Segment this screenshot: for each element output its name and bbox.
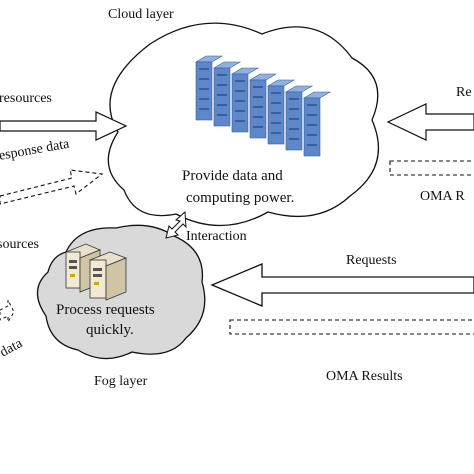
fog-server-icon-right <box>88 251 128 301</box>
fog-caption-line1: Process requests <box>56 302 155 318</box>
requests-arrow <box>210 263 474 307</box>
server-unit-icon <box>230 67 260 133</box>
right-top-label: Re <box>456 85 472 100</box>
server-unit-icon <box>284 85 314 151</box>
data-arrow-bottom <box>0 299 15 324</box>
interaction-arrow <box>165 210 187 239</box>
server-unit-icon <box>302 91 332 157</box>
fog-layer-title: Fog layer <box>94 374 148 389</box>
requests-label: Requests <box>346 253 397 268</box>
oma-results-bar <box>229 319 474 335</box>
oma-results-bar-top <box>389 160 474 176</box>
server-unit-icon <box>266 79 296 145</box>
oma-results-label: OMA Results <box>326 369 403 384</box>
server-rack-icon <box>194 55 332 157</box>
server-unit-icon <box>194 55 224 121</box>
fog-caption-line2: quickly. <box>86 322 134 338</box>
request-arrow-top <box>386 103 474 141</box>
left-resources-bottom-label: sources <box>0 237 39 252</box>
server-unit-icon <box>248 73 278 139</box>
left-resources-top-label: resources <box>0 91 52 106</box>
cloud-caption-line1: Provide data and <box>182 168 283 184</box>
cloud-layer-title: Cloud layer <box>108 7 174 22</box>
response-data-arrow <box>0 169 104 205</box>
server-unit-icon <box>212 61 242 127</box>
cloud-caption-line2: computing power. <box>186 190 295 206</box>
resources-arrow-top <box>0 111 128 141</box>
interaction-label: Interaction <box>186 229 247 244</box>
right-oma-label: OMA R <box>420 189 465 204</box>
